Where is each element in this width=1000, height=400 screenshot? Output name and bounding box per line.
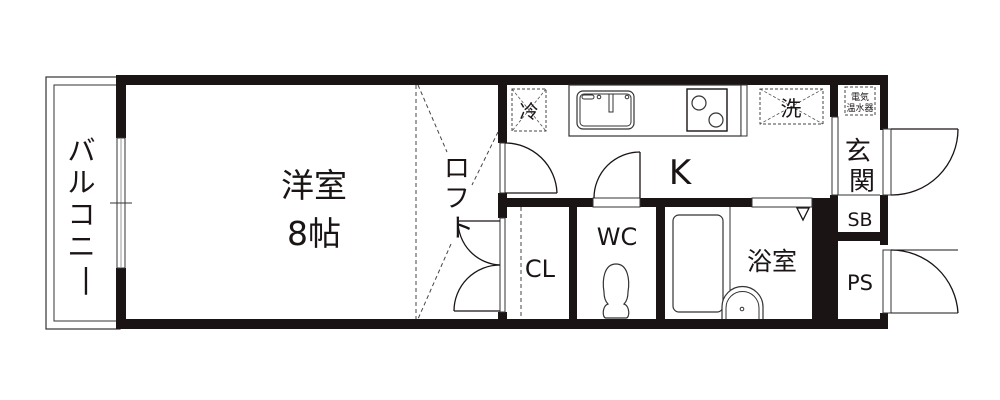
front-door[interactable] xyxy=(882,128,959,196)
interior-walls xyxy=(498,75,885,329)
loft-label: ロ フ ト xyxy=(444,154,478,244)
balcony-char: バ xyxy=(68,134,96,167)
pipe-space-label: PS xyxy=(847,271,873,295)
water-heater: 電気 温水器 xyxy=(844,86,876,116)
refrigerator-space: 冷 xyxy=(511,88,547,132)
closet-door[interactable] xyxy=(453,217,506,313)
refrigerator-label: 冷 xyxy=(519,101,538,123)
loft-outline xyxy=(415,84,499,320)
balcony-char: ニ xyxy=(68,230,96,263)
entrance-label: 玄 関 xyxy=(845,137,879,197)
water-heater-label-2: 温水器 xyxy=(846,102,873,114)
ps-door[interactable] xyxy=(882,249,959,314)
bathroom-door[interactable] xyxy=(751,197,813,222)
sink-icon xyxy=(576,90,635,130)
room-labels: バ ル コ ニ | 洋室 8帖 ロ フ ト K CL WC 浴室 玄 関 SB … xyxy=(68,134,879,295)
shoe-box-label: SB xyxy=(847,209,872,231)
water-heater-label-1: 電気 xyxy=(851,91,869,103)
kitchen-counter xyxy=(568,84,748,137)
closet-label: CL xyxy=(525,255,556,283)
balcony-char: コ xyxy=(68,198,96,231)
kitchen-label: K xyxy=(669,153,693,193)
balcony-label: バ ル コ ニ | xyxy=(68,134,105,295)
bathroom-label: 浴室 xyxy=(747,247,797,276)
doors[interactable] xyxy=(453,128,959,314)
western-room-label: 洋室 xyxy=(281,166,347,205)
balcony-char: ル xyxy=(68,166,96,199)
toilet-icon xyxy=(602,263,630,319)
balcony-char: | xyxy=(81,262,90,295)
washer-label: 洗 xyxy=(781,97,802,121)
stove-icon xyxy=(686,88,728,132)
balcony-window[interactable] xyxy=(110,137,132,269)
kitchen-door[interactable] xyxy=(499,142,558,194)
toilet-door[interactable] xyxy=(592,151,641,208)
western-room-size: 8帖 xyxy=(287,214,341,253)
washbasin-icon xyxy=(721,285,764,319)
bathtub-icon xyxy=(672,207,731,319)
washer-space: 洗 xyxy=(759,88,824,125)
entrance-partition xyxy=(831,116,839,196)
toilet-label: WC xyxy=(597,223,638,251)
